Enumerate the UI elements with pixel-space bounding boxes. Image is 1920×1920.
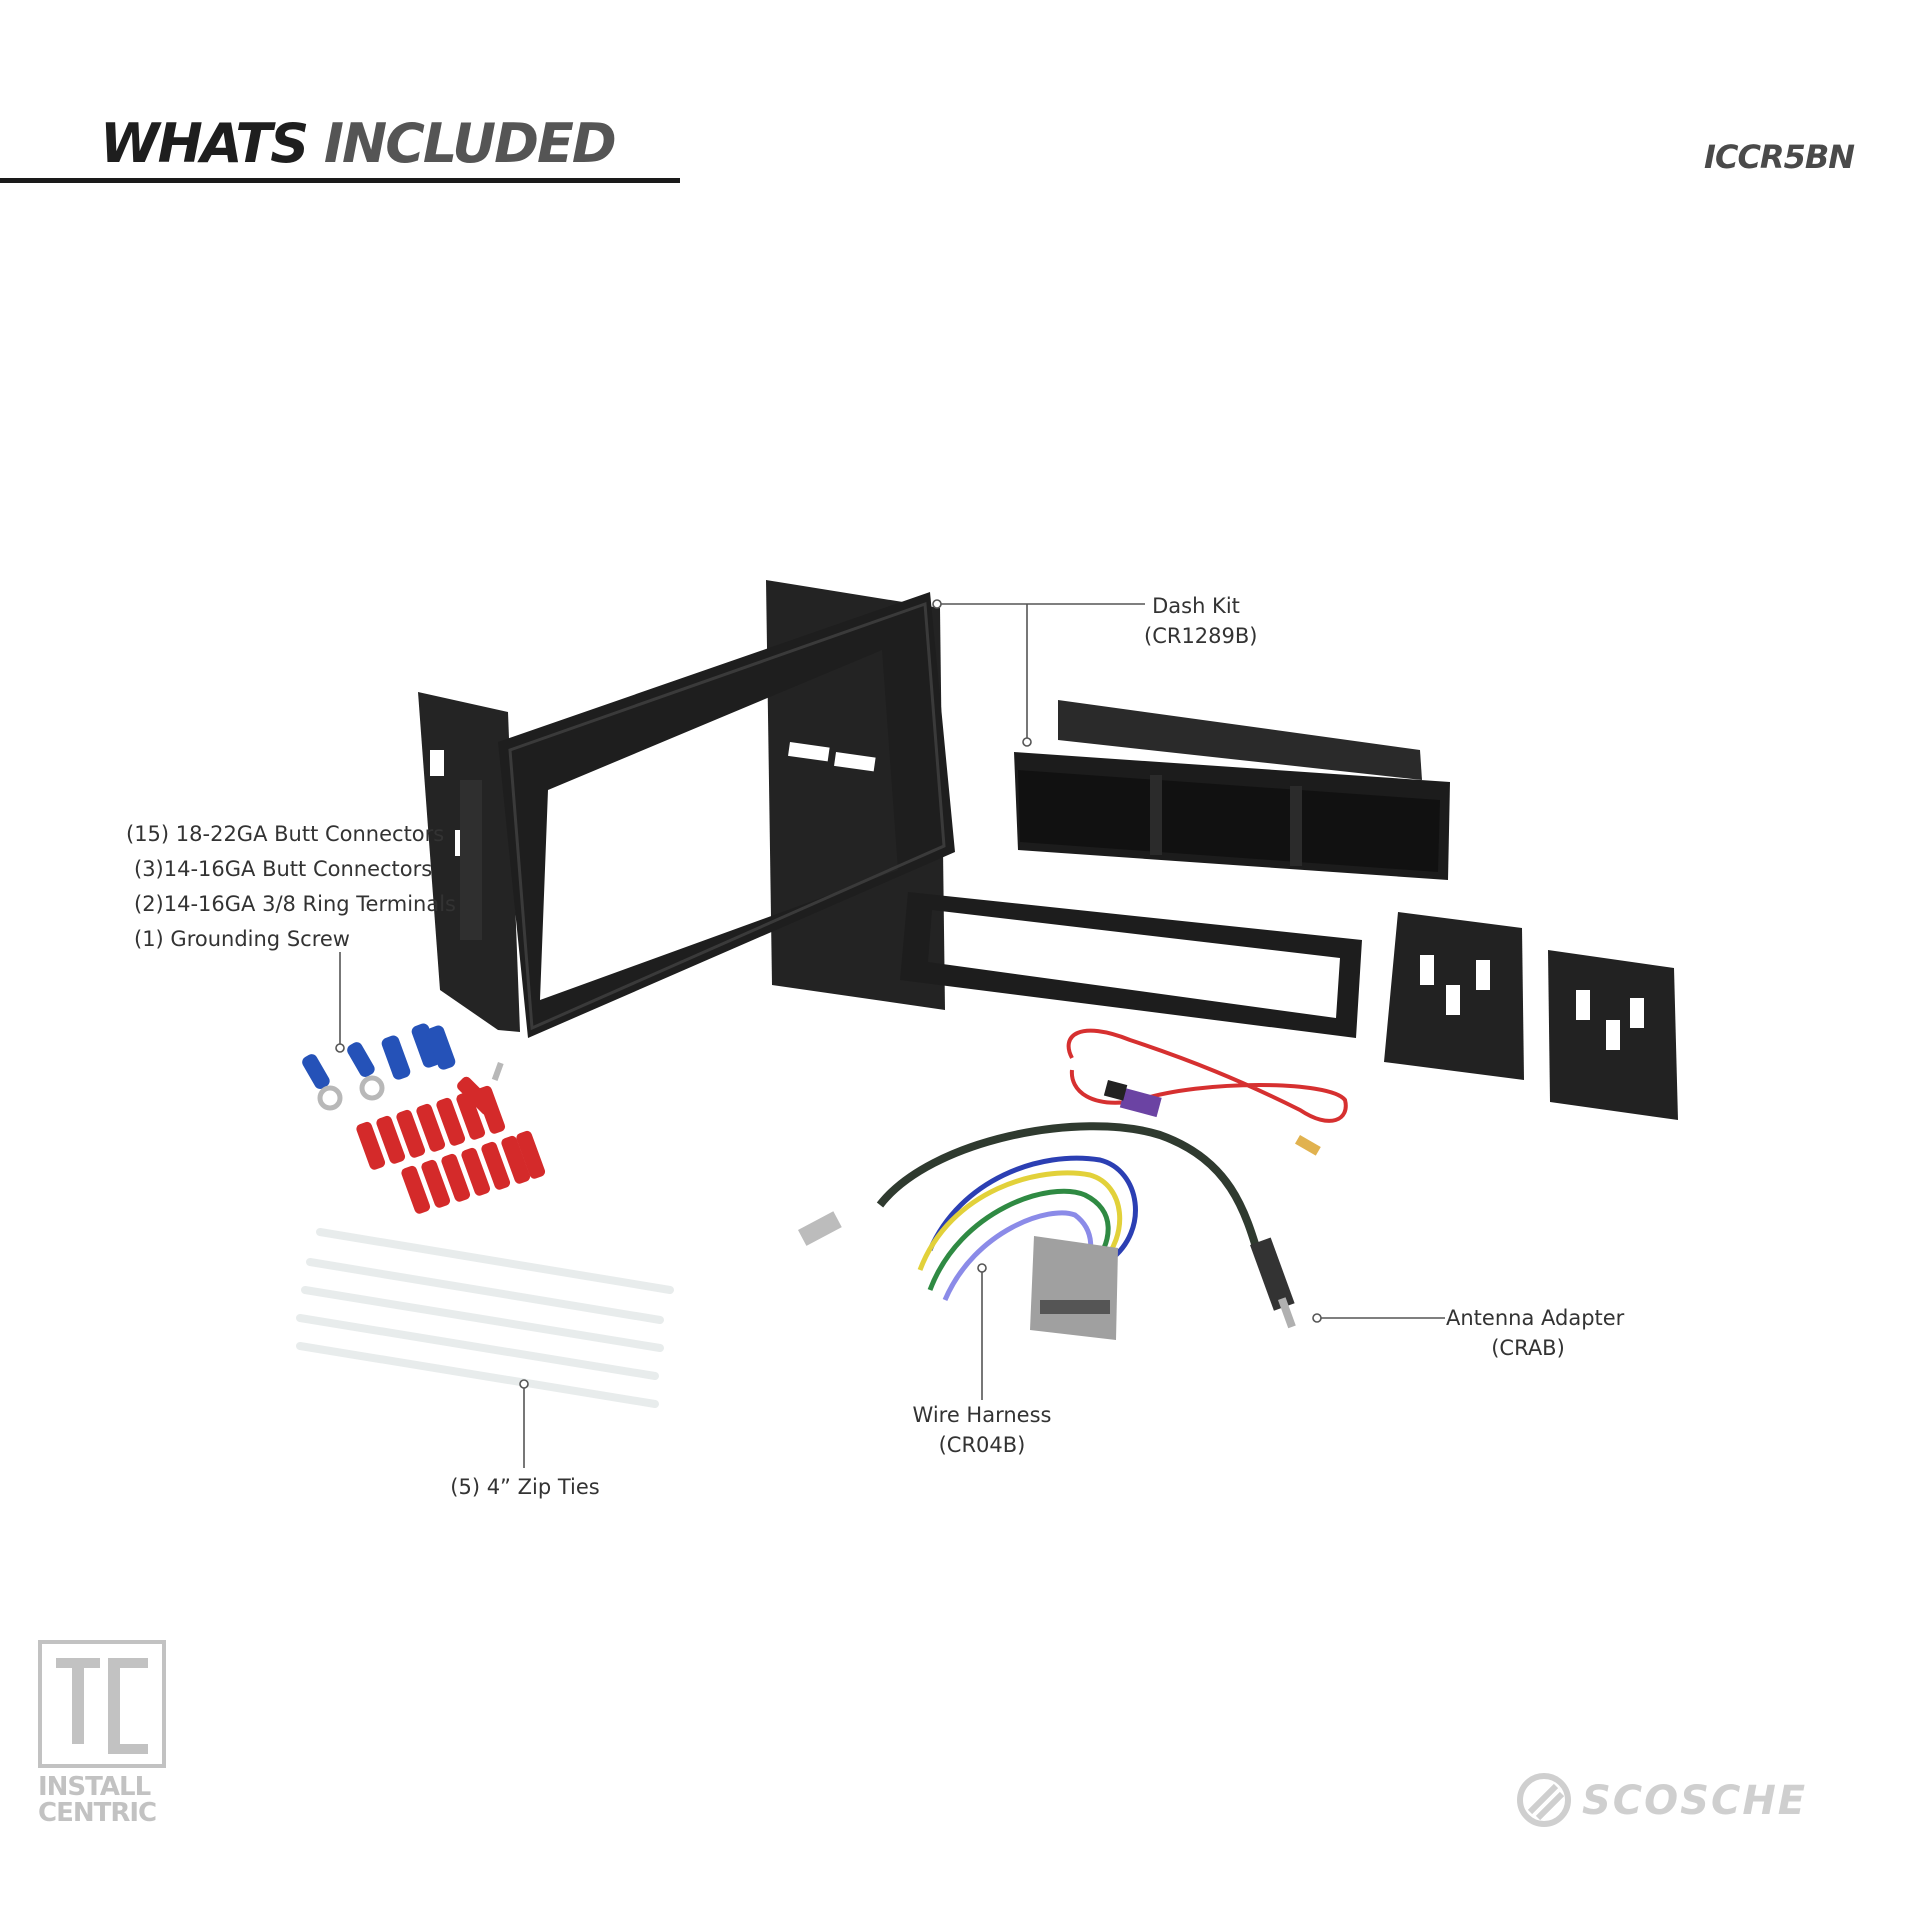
page-title: WHATS INCLUDED (100, 112, 617, 175)
label-wire-harness-part: (CR04B) (938, 1433, 1026, 1457)
fuse-wire (1066, 1028, 1348, 1156)
dash-kit-side-brackets (1384, 912, 1678, 1120)
label-connectors: (15) 18-22GA Butt Connectors (3)14-16GA … (126, 817, 456, 957)
label-antenna-adapter-part: (CRAB) (1491, 1336, 1565, 1360)
dash-kit-pocket (1014, 700, 1450, 880)
callout-lines (335, 599, 1445, 1468)
label-wire-harness-name: Wire Harness (912, 1403, 1052, 1427)
label-dash-kit: Dash Kit (CR1289B) (1144, 591, 1258, 651)
label-dash-kit-part: (CR1289B) (1144, 624, 1258, 648)
dash-kit-trim-ring (900, 892, 1362, 1038)
label-antenna-adapter: Antenna Adapter (CRAB) (1446, 1303, 1625, 1363)
scosche-logo: SCOSCHE (1516, 1772, 1896, 1832)
install-centric-logo: INSTALL CENTRIC (38, 1640, 170, 1826)
label-connectors-line4: (1) Grounding Screw (134, 927, 350, 951)
butt-connectors (302, 1023, 546, 1214)
install-centric-line2: CENTRIC (38, 1798, 157, 1828)
zip-ties (296, 1228, 674, 1408)
title-word-whats: WHATS (100, 112, 309, 175)
label-dash-kit-name: Dash Kit (1152, 594, 1240, 618)
install-centric-mark-icon (38, 1640, 166, 1768)
label-connectors-line1: (15) 18-22GA Butt Connectors (126, 822, 445, 846)
label-zip-ties-name: (5) 4” Zip Ties (450, 1475, 600, 1499)
label-wire-harness: Wire Harness (CR04B) (910, 1400, 1054, 1460)
scosche-mark-icon (1517, 1773, 1571, 1827)
label-connectors-line2: (3)14-16GA Butt Connectors (134, 857, 433, 881)
title-underline (0, 178, 680, 183)
label-connectors-line3: (2)14-16GA 3/8 Ring Terminals (134, 892, 456, 916)
title-word-included: INCLUDED (323, 112, 617, 175)
install-centric-line1: INSTALL (38, 1772, 151, 1802)
wire-harness-and-antenna (797, 1122, 1296, 1340)
install-centric-wordmark: INSTALL CENTRIC (38, 1774, 170, 1826)
dash-kit-double-din (418, 580, 955, 1038)
label-zip-ties: (5) 4” Zip Ties (440, 1472, 610, 1502)
label-antenna-adapter-name: Antenna Adapter (1446, 1306, 1625, 1330)
model-number: ICCR5BN (1704, 138, 1855, 176)
scosche-wordmark: SCOSCHE (1582, 1778, 1808, 1824)
